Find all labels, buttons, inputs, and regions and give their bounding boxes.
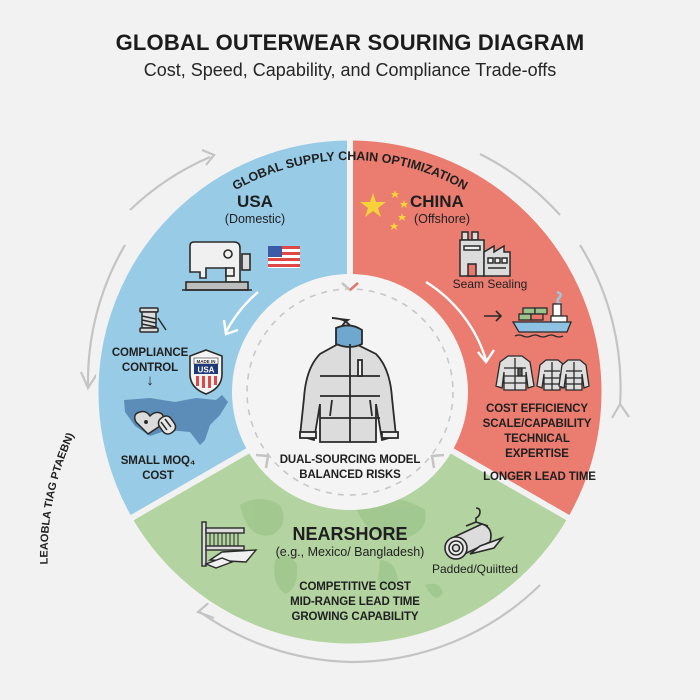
puffer-jacket-icon <box>299 317 399 443</box>
svg-text:USA: USA <box>198 366 215 375</box>
factory-icon <box>459 231 511 277</box>
world-map-icon <box>240 498 443 598</box>
nearshore-subtitle: (e.g., Mexico/ Bangladesh) <box>275 545 425 559</box>
center-label: DUAL-SOURCING MODEL BALANCED RISKS <box>279 454 421 481</box>
page-title: GLOBAL OUTERWEAR SOURING DIAGRAM <box>115 30 585 55</box>
nearshore-material-label: Padded/Quiitted <box>431 562 519 576</box>
nearshore-benefits-label: COMPETITIVE COST MID-RANGE LEAD TIME GRO… <box>290 581 420 623</box>
china-process-label: Seam Sealing <box>452 277 528 291</box>
usa-moq-label: SMALL MOQ₄ COST <box>120 455 196 482</box>
thread-spool-icon <box>139 307 167 333</box>
shipping-arrow-icon <box>484 310 503 322</box>
sector-nearshore[interactable] <box>131 392 569 645</box>
china-title: CHINA <box>410 192 464 211</box>
china-drawback-label: LONGER LEAD TIME <box>483 471 596 483</box>
us-flag-icon <box>268 246 300 268</box>
usa-subtitle: (Domestic) <box>224 212 286 226</box>
cargo-ship-icon <box>511 290 572 338</box>
china-flag-stars-icon <box>360 190 408 230</box>
cycle-arrows <box>79 148 630 664</box>
fabric-roll-icon <box>444 507 505 560</box>
flow-arrows <box>222 280 495 365</box>
down-arrow-icon: ↓ <box>146 372 154 389</box>
heart-yarn-icon <box>133 410 177 435</box>
page-subtitle: Cost, Speed, Capability, and Compliance … <box>143 60 557 80</box>
left-arc-label: LEAOBLA TIAG PTAEBN) <box>39 431 77 565</box>
china-benefits-label: COST EFFICIENCY SCALE/CAPABILITY TECHNIC… <box>482 403 592 460</box>
jackets-icon <box>495 355 590 391</box>
usa-title: USA <box>237 192 273 211</box>
china-subtitle: (Offshore) <box>414 212 471 226</box>
svg-text:MADE IN: MADE IN <box>197 359 216 364</box>
loom-icon <box>201 521 258 569</box>
usa-compliance-label: COMPLIANCE CONTROL <box>111 347 189 374</box>
nearshore-title: NEARSHORE <box>292 524 408 544</box>
made-in-usa-shield-icon: MADE IN USA <box>189 349 223 395</box>
sewing-machine-icon <box>182 241 252 291</box>
